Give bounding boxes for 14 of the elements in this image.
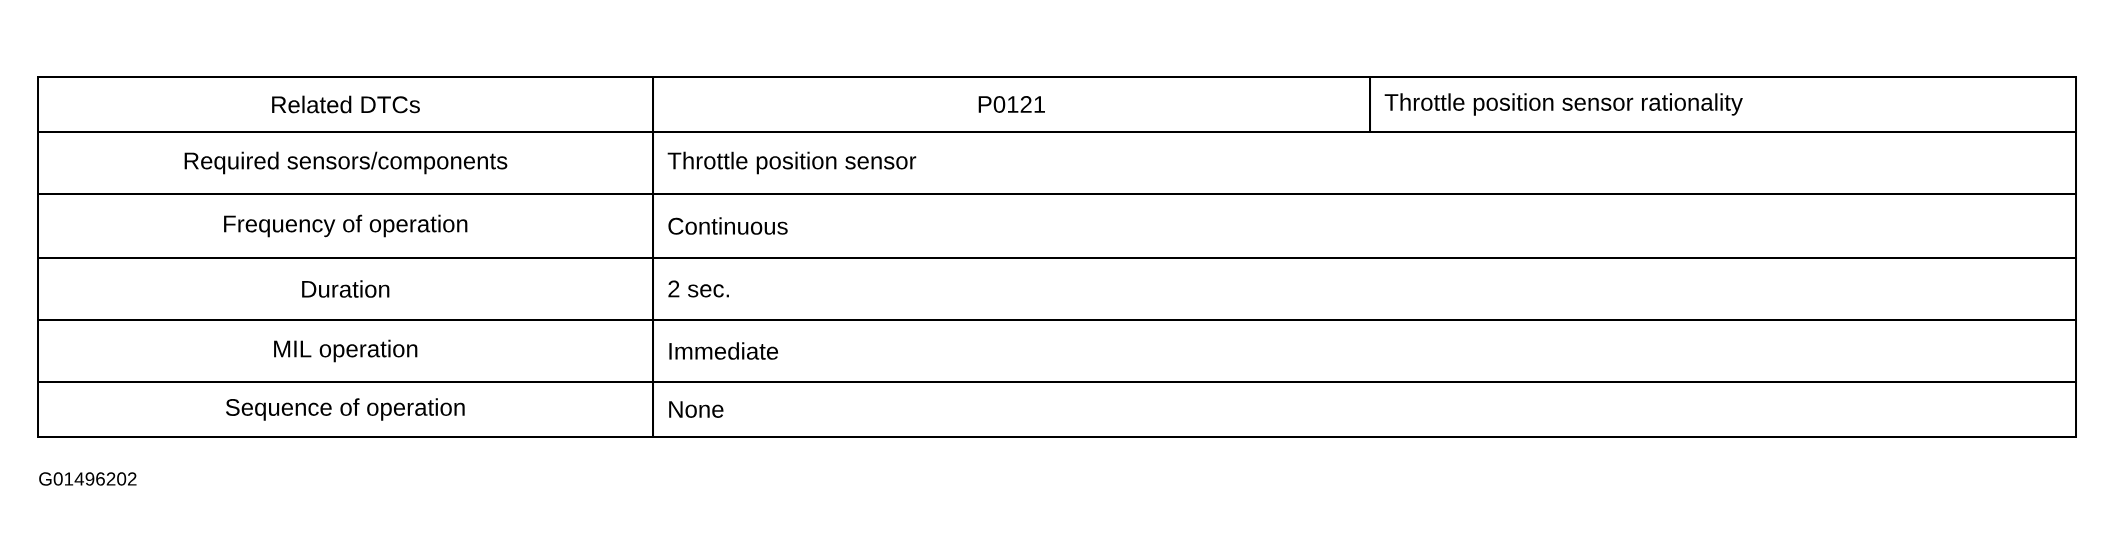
table-cell: Continuous	[652, 193, 2077, 259]
table-cell: Related DTCs	[37, 76, 654, 133]
table-cell: Throttle position sensor rationality	[1369, 76, 2077, 133]
table-cell: Duration	[37, 257, 654, 321]
table-cell: Frequency of operation	[37, 193, 654, 259]
table-cell: None	[652, 381, 2077, 438]
table-cell: Throttle position sensor	[652, 131, 2077, 195]
table-cell: P0121	[652, 76, 1371, 133]
figure-code: G01496202	[39, 472, 137, 486]
table-cell: Required sensors/components	[37, 131, 654, 195]
table-cell: 2 sec.	[652, 257, 2077, 321]
table-cell: MIL operation	[37, 319, 654, 383]
table-cell: Immediate	[652, 319, 2077, 383]
table-cell: Sequence of operation	[37, 381, 654, 438]
